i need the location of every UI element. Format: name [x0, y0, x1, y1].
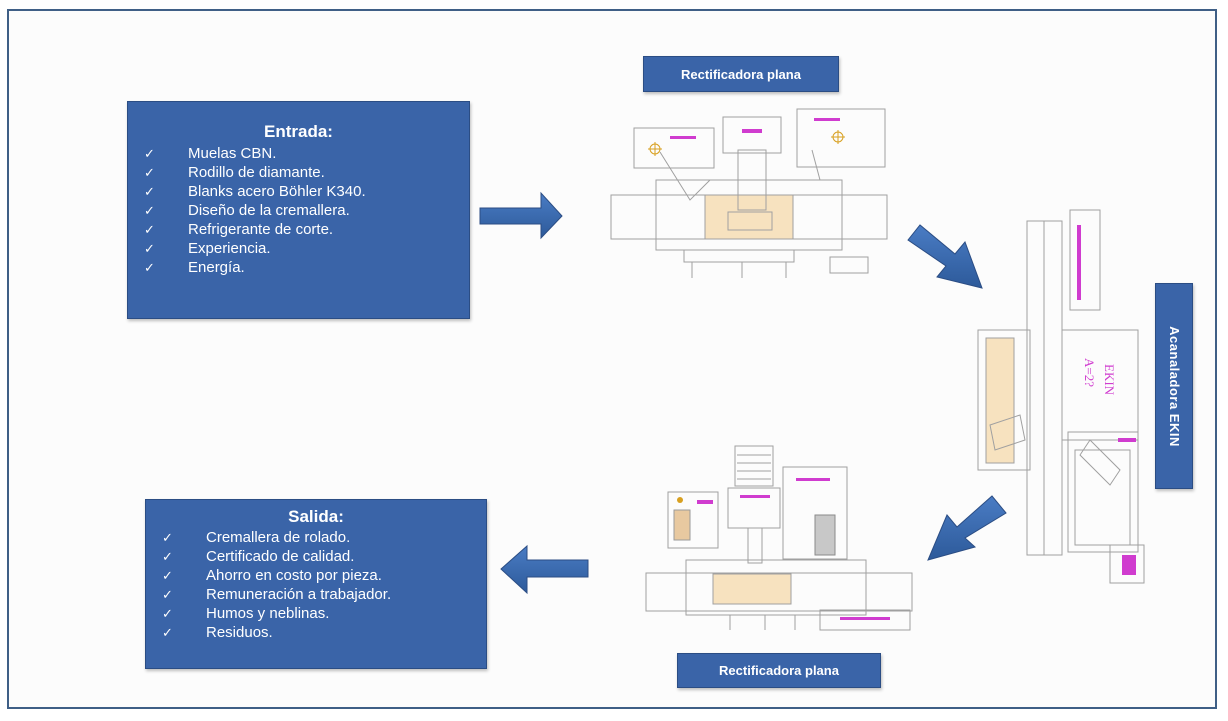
output-item: ✓Residuos. [162, 624, 273, 641]
output-item: ✓Humos y neblinas. [162, 605, 330, 622]
bottom-grinder-drawing [645, 445, 913, 631]
arrow-grinder-to-output [500, 544, 589, 595]
input-item: ✓Diseño de la cremallera. [144, 202, 350, 219]
top-grinder-accents [648, 130, 845, 156]
arrow-grinder-to-ekin [907, 224, 983, 289]
input-item: ✓Refrigerante de corte. [144, 221, 334, 238]
check-icon: ✓ [162, 568, 173, 583]
top-grinder-marks [670, 118, 840, 139]
ekin-plate-code: A=2? [1082, 358, 1097, 387]
output-list: ✓Cremallera de rolado. ✓Certificado de c… [146, 528, 486, 642]
output-item: ✓Cremallera de rolado. [162, 529, 351, 546]
input-item: ✓Energía. [144, 259, 245, 276]
output-title: Salida: [288, 507, 344, 526]
input-item: ✓Blanks acero Böhler K340. [144, 183, 366, 200]
ekin-plate-name: EKIN [1102, 364, 1117, 396]
check-icon: ✓ [144, 260, 155, 275]
ekin-plate: EKIN A=2? [1082, 358, 1117, 396]
bottom-grinder-label: Rectificadora plana [677, 653, 881, 688]
check-icon: ✓ [162, 625, 173, 640]
check-icon: ✓ [144, 165, 155, 180]
check-icon: ✓ [144, 184, 155, 199]
bottom-grinder-parts [673, 478, 890, 620]
input-item: ✓Rodillo de diamante. [144, 164, 325, 181]
arrow-input-to-grinder [479, 191, 563, 240]
ekin-machine-drawing [977, 209, 1145, 584]
check-icon: ✓ [162, 606, 173, 621]
check-icon: ✓ [144, 146, 155, 161]
check-icon: ✓ [144, 241, 155, 256]
arrow-ekin-to-grinder [927, 495, 1007, 561]
input-item: ✓Muelas CBN. [144, 145, 277, 162]
input-item: ✓Experiencia. [144, 240, 271, 257]
top-grinder-label: Rectificadora plana [643, 56, 839, 92]
output-box: Salida: ✓Cremallera de rolado. ✓Certific… [145, 499, 487, 669]
output-item: ✓Certificado de calidad. [162, 548, 355, 565]
output-item: ✓Remuneración a trabajador. [162, 586, 392, 603]
input-title: Entrada: [264, 122, 333, 141]
check-icon: ✓ [162, 549, 173, 564]
check-icon: ✓ [162, 587, 173, 602]
check-icon: ✓ [144, 203, 155, 218]
check-icon: ✓ [162, 530, 173, 545]
top-grinder-drawing [610, 108, 888, 278]
check-icon: ✓ [144, 222, 155, 237]
input-list: ✓Muelas CBN. ✓Rodillo de diamante. ✓Blan… [128, 144, 469, 277]
output-item: ✓Ahorro en costo por pieza. [162, 567, 382, 584]
ekin-machine-marks [1077, 225, 1136, 575]
ekin-grooving-label: Acanaladora EKIN [1155, 283, 1193, 489]
input-box: Entrada: ✓Muelas CBN. ✓Rodillo de diaman… [127, 101, 470, 319]
